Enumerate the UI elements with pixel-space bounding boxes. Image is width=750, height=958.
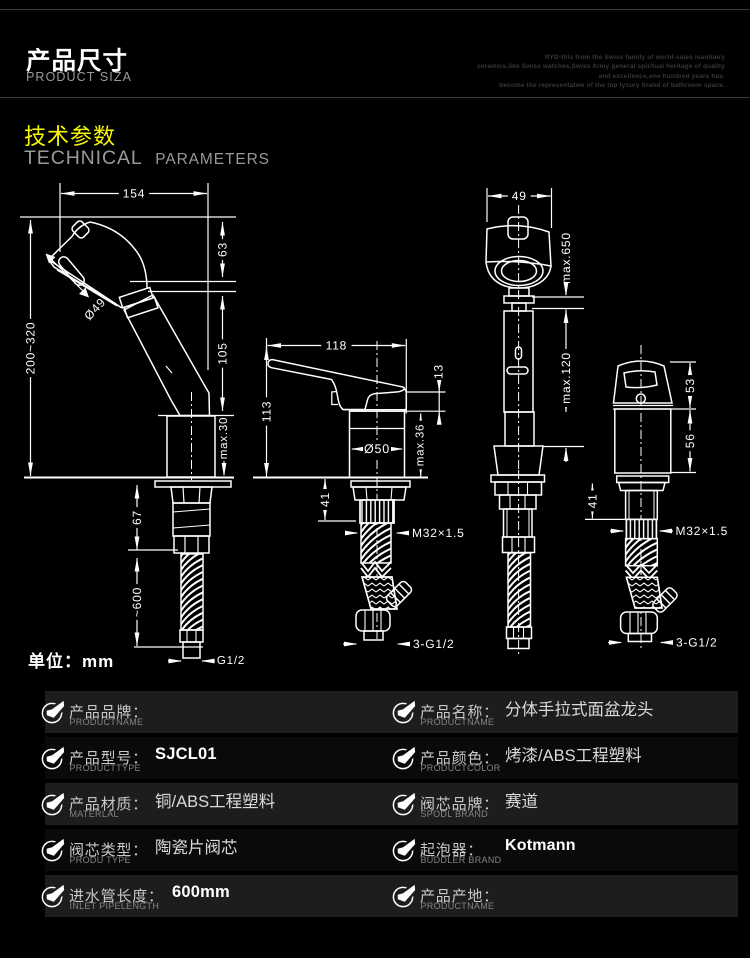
svg-text:3-G1/2: 3-G1/2 xyxy=(413,637,455,651)
svg-text:Ø50: Ø50 xyxy=(364,442,390,456)
svg-text:max.650: max.650 xyxy=(559,232,573,284)
svg-text:max.30: max.30 xyxy=(218,417,230,460)
svg-text:63: 63 xyxy=(216,242,230,257)
svg-text:41: 41 xyxy=(318,492,332,507)
svg-text:49: 49 xyxy=(512,189,527,203)
svg-text:56: 56 xyxy=(683,433,697,448)
svg-text:154: 154 xyxy=(123,187,145,201)
svg-text:G1/2: G1/2 xyxy=(217,655,245,667)
svg-text:41: 41 xyxy=(585,493,599,508)
svg-text:M32×1.5: M32×1.5 xyxy=(676,524,729,538)
svg-text:max.120: max.120 xyxy=(559,352,573,404)
svg-text:105: 105 xyxy=(216,342,230,364)
svg-text:max.36: max.36 xyxy=(415,424,427,467)
svg-text:113: 113 xyxy=(260,401,274,423)
svg-text:200~320: 200~320 xyxy=(24,322,38,375)
svg-text:~600: ~600 xyxy=(130,587,144,617)
svg-text:13: 13 xyxy=(432,364,446,379)
svg-text:3-G1/2: 3-G1/2 xyxy=(676,636,718,650)
svg-text:118: 118 xyxy=(326,339,348,353)
svg-text:67: 67 xyxy=(130,510,144,525)
svg-text:M32×1.5: M32×1.5 xyxy=(412,526,465,540)
svg-text:53: 53 xyxy=(683,378,697,393)
